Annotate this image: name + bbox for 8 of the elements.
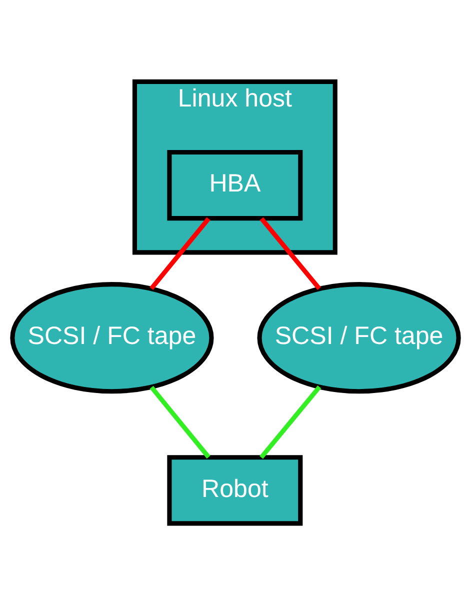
node-box: Robot (167, 454, 303, 526)
connector (150, 216, 210, 290)
node-ellipse: SCSI / FC tape (257, 282, 461, 394)
connector (260, 216, 321, 290)
connector (150, 385, 210, 458)
node-box: HBA (167, 149, 303, 220)
connector (260, 385, 322, 458)
node-ellipse: SCSI / FC tape (10, 282, 214, 394)
